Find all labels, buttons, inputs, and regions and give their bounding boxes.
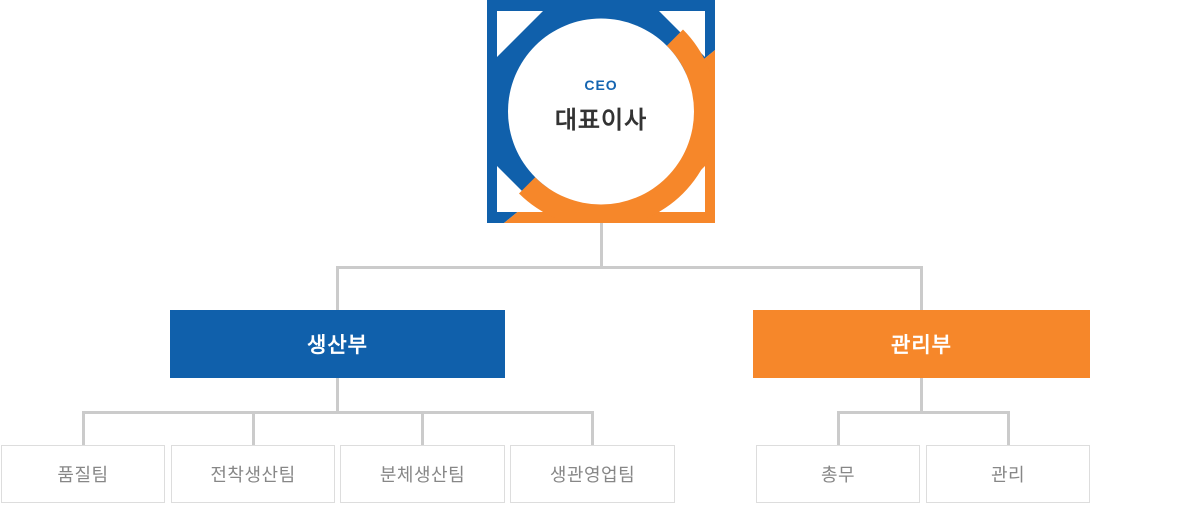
connector-drop-team-3 xyxy=(421,411,424,445)
dept-production: 생산부 xyxy=(170,310,505,378)
dept-management: 관리부 xyxy=(753,310,1090,378)
connector-drop-production xyxy=(335,266,339,310)
team-production-sales: 생관영업팀 xyxy=(510,445,675,503)
team-electrodeposition: 전착생산팀 xyxy=(171,445,335,503)
connector-ceo-drop xyxy=(599,223,603,266)
connector-drop-team-5 xyxy=(836,411,840,445)
emblem-circle xyxy=(508,18,694,205)
connector-drop-team-1 xyxy=(81,411,85,445)
team-administration: 관리 xyxy=(926,445,1090,503)
ceo-emblem-icon xyxy=(487,0,715,223)
connector-drop-team-6 xyxy=(1006,411,1010,445)
connector-production-horizontal xyxy=(82,411,593,414)
connector-management-horizontal xyxy=(836,411,1010,414)
connector-drop-team-2 xyxy=(251,411,255,445)
team-general-affairs: 총무 xyxy=(756,445,920,503)
connector-main-horizontal xyxy=(335,266,923,269)
connector-drop-team-4 xyxy=(591,411,594,445)
ceo-node: CEO 대표이사 xyxy=(487,0,715,223)
connector-production-drop xyxy=(335,378,339,414)
connector-drop-management xyxy=(919,266,923,310)
connector-management-drop xyxy=(919,378,923,414)
team-quality: 품질팀 xyxy=(1,445,165,503)
team-powder-production: 분체생산팀 xyxy=(340,445,505,503)
emblem-ring-swoosh xyxy=(519,29,715,223)
emblem-corner-triangle-tl xyxy=(497,11,543,57)
